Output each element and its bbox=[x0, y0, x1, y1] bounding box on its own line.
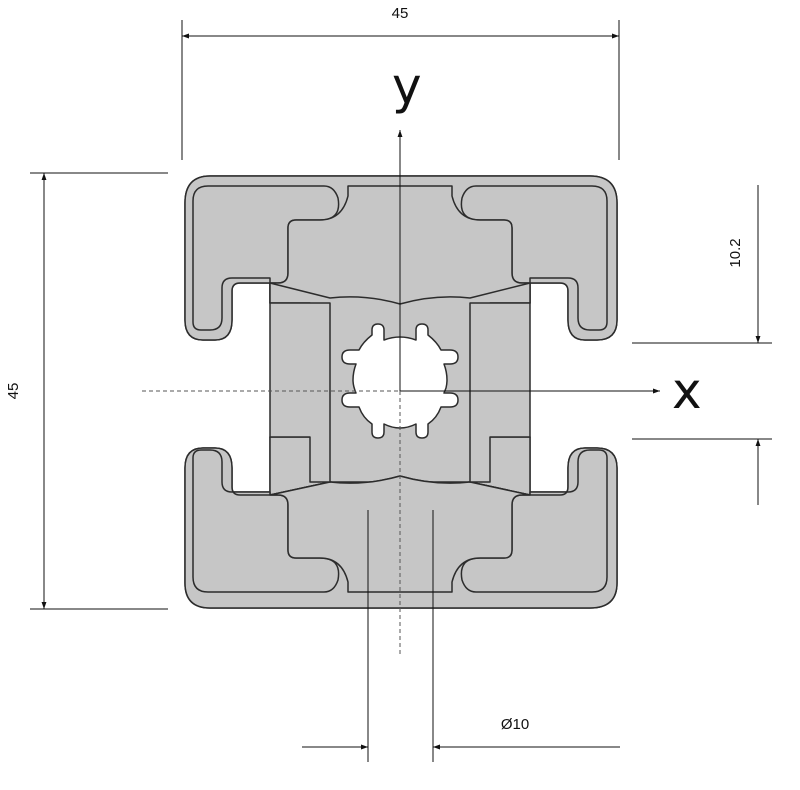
x-axis-label: x bbox=[672, 362, 702, 420]
height-dimension: 45 bbox=[5, 172, 168, 610]
y-axis-label: y bbox=[392, 57, 422, 115]
bore-dimension: Ø10 bbox=[302, 510, 620, 762]
width-dimension: 45 bbox=[181, 5, 620, 160]
slot-offset-dimension: 10.2 bbox=[632, 185, 772, 505]
bore-label: Ø10 bbox=[501, 716, 529, 733]
height-label: 45 bbox=[5, 383, 22, 400]
width-label: 45 bbox=[392, 5, 409, 22]
slot-offset-label: 10.2 bbox=[727, 238, 744, 267]
left-slot-walls bbox=[269, 302, 331, 483]
aluminium-profile bbox=[184, 175, 618, 609]
right-slot-walls bbox=[469, 302, 531, 483]
